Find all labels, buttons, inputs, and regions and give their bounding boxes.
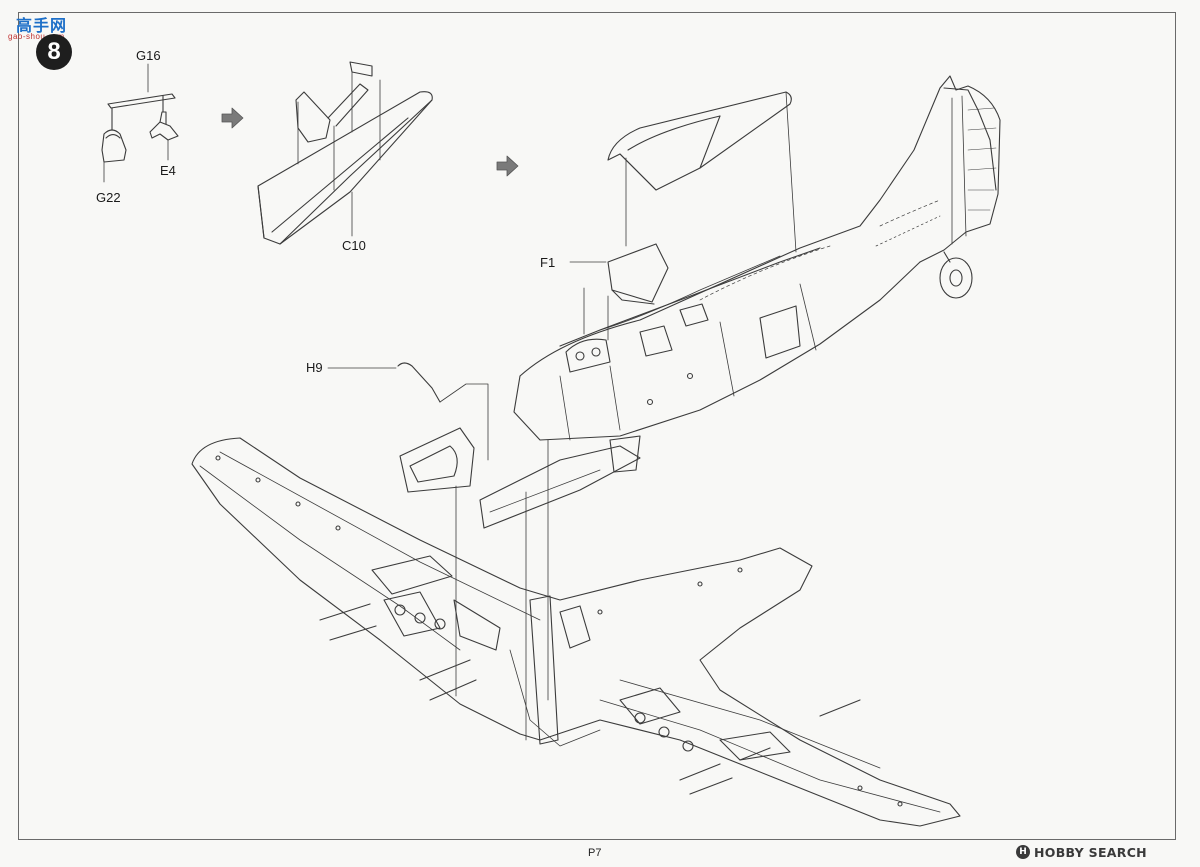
part-label-e4: E4	[160, 163, 176, 178]
site-logo: 高手网 gao-shou.com	[6, 4, 76, 41]
part-label-c10: C10	[342, 238, 366, 253]
part-label-g16: G16	[136, 48, 161, 63]
site-logo-text: 高手网	[16, 16, 68, 35]
seat-subassembly	[101, 63, 179, 183]
hobby-search-text: HOBBY SEARCH	[1034, 844, 1147, 860]
canopy	[607, 91, 797, 253]
lower-wing	[191, 437, 961, 827]
flow-arrow-1	[221, 107, 244, 129]
part-label-g22: G22	[96, 190, 121, 205]
flow-arrow-2	[496, 155, 519, 177]
fuselage	[513, 75, 1001, 473]
windscreen-part	[569, 243, 669, 341]
page-border	[18, 12, 1176, 840]
site-logo-subtext: gao-shou.com	[8, 32, 65, 41]
cockpit-panel-subassembly	[257, 61, 433, 245]
gun-bay-side-panel	[399, 427, 641, 741]
control-stick	[327, 362, 489, 461]
hobby-search-watermark: H HOBBY SEARCH	[1016, 842, 1147, 862]
hobby-search-logo-icon: H	[1016, 845, 1030, 859]
step-number-badge: 8	[36, 34, 72, 70]
part-label-h9: H9	[306, 360, 323, 375]
page-number: P7	[588, 847, 602, 859]
part-label-f1: F1	[540, 255, 556, 270]
